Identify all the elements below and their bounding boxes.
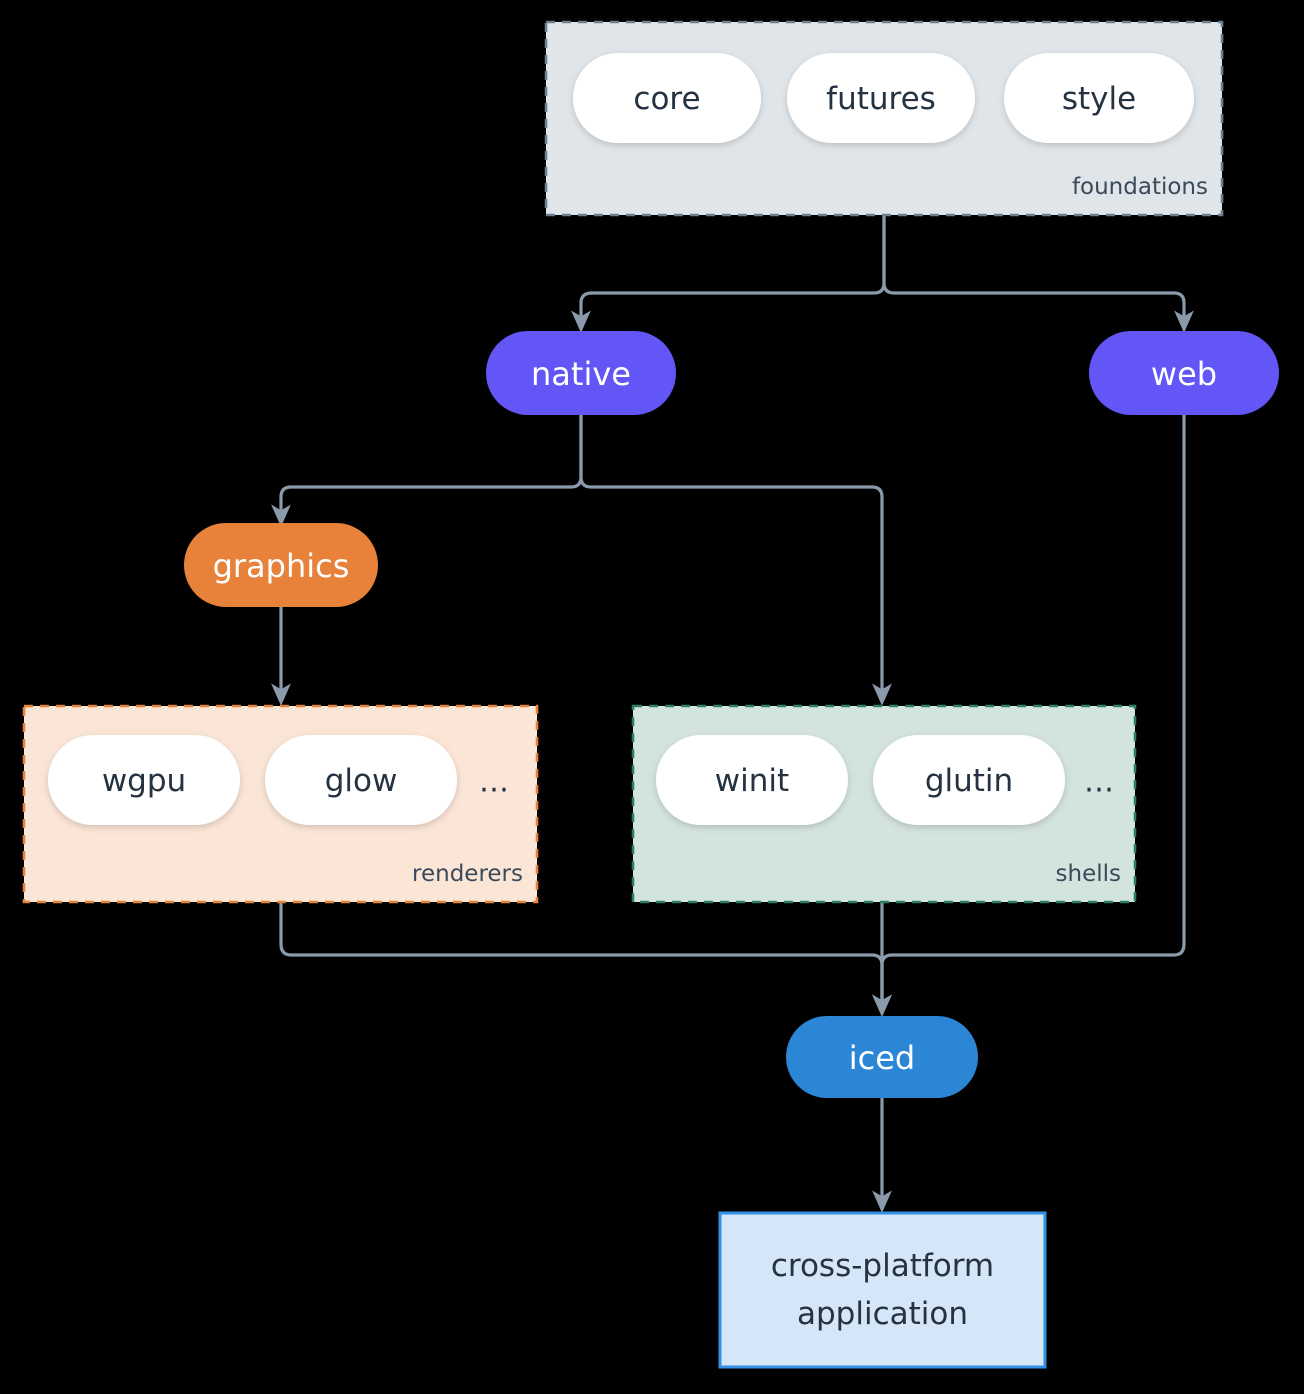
cluster-item-label-foundations-0: core	[633, 81, 700, 117]
node-shape-native[interactable]	[486, 331, 676, 415]
node-iced[interactable]: iced	[786, 1016, 978, 1098]
cluster-item-label-renderers-0: wgpu	[102, 763, 186, 799]
terminal-label-line-0: cross-platform	[771, 1248, 994, 1284]
clusters-layer: core futures style foundations wgpu glow … rend…	[22, 20, 1224, 904]
cluster-shells: winit glutin … shells	[631, 704, 1137, 904]
cluster-item-label-shells-0: winit	[715, 763, 789, 799]
cluster-item-shells-1[interactable]	[873, 735, 1065, 825]
node-shape-web[interactable]	[1089, 331, 1279, 415]
cluster-renderers: wgpu glow … renderers	[22, 704, 539, 904]
terminal-layer: cross-platform application	[718, 1211, 1047, 1369]
cluster-item-foundations-0[interactable]	[573, 53, 761, 143]
cluster-item-foundations-2[interactable]	[1004, 53, 1194, 143]
node-cross-platform-application[interactable]: cross-platform application	[718, 1211, 1047, 1369]
cluster-label-renderers: renderers	[412, 861, 523, 887]
cluster-ellipsis-shells: …	[1084, 765, 1116, 800]
node-shape-graphics[interactable]	[184, 523, 378, 607]
cluster-item-renderers-1[interactable]	[265, 735, 457, 825]
node-label-iced: iced	[849, 1039, 915, 1077]
edges-layer	[271, 214, 1194, 1213]
node-graphics[interactable]: graphics	[184, 523, 378, 607]
terminal-label-line-1: application	[797, 1296, 968, 1332]
cluster-ellipsis-renderers: …	[479, 765, 511, 800]
cluster-foundations: core futures style foundations	[544, 20, 1224, 217]
edge-foundations-to-web	[882, 214, 1194, 333]
cluster-item-label-renderers-1: glow	[325, 763, 398, 799]
node-web[interactable]: web	[1089, 331, 1279, 415]
edge-native-to-graphics	[271, 413, 583, 527]
node-label-graphics: graphics	[213, 547, 350, 585]
edge-web-to-iced	[872, 413, 1186, 1017]
node-label-web: web	[1151, 355, 1217, 393]
node-label-native: native	[531, 355, 631, 393]
terminal-box[interactable]	[718, 1211, 1047, 1369]
cluster-item-shells-0[interactable]	[656, 735, 848, 825]
edge-renderers-to-iced	[279, 901, 892, 1017]
edge-foundations-to-native	[571, 214, 886, 333]
nodes-layer: native web graphics iced	[184, 331, 1279, 1098]
node-native[interactable]: native	[486, 331, 676, 415]
cluster-item-label-foundations-2: style	[1062, 81, 1136, 117]
cluster-item-renderers-0[interactable]	[48, 735, 240, 825]
cluster-item-label-foundations-1: futures	[826, 81, 936, 117]
node-shape-iced[interactable]	[786, 1016, 978, 1098]
edge-native-to-shells	[579, 413, 892, 706]
cluster-item-foundations-1[interactable]	[787, 53, 975, 143]
cluster-label-foundations: foundations	[1072, 174, 1208, 200]
cluster-item-label-shells-1: glutin	[925, 763, 1013, 799]
cluster-label-shells: shells	[1056, 861, 1121, 887]
